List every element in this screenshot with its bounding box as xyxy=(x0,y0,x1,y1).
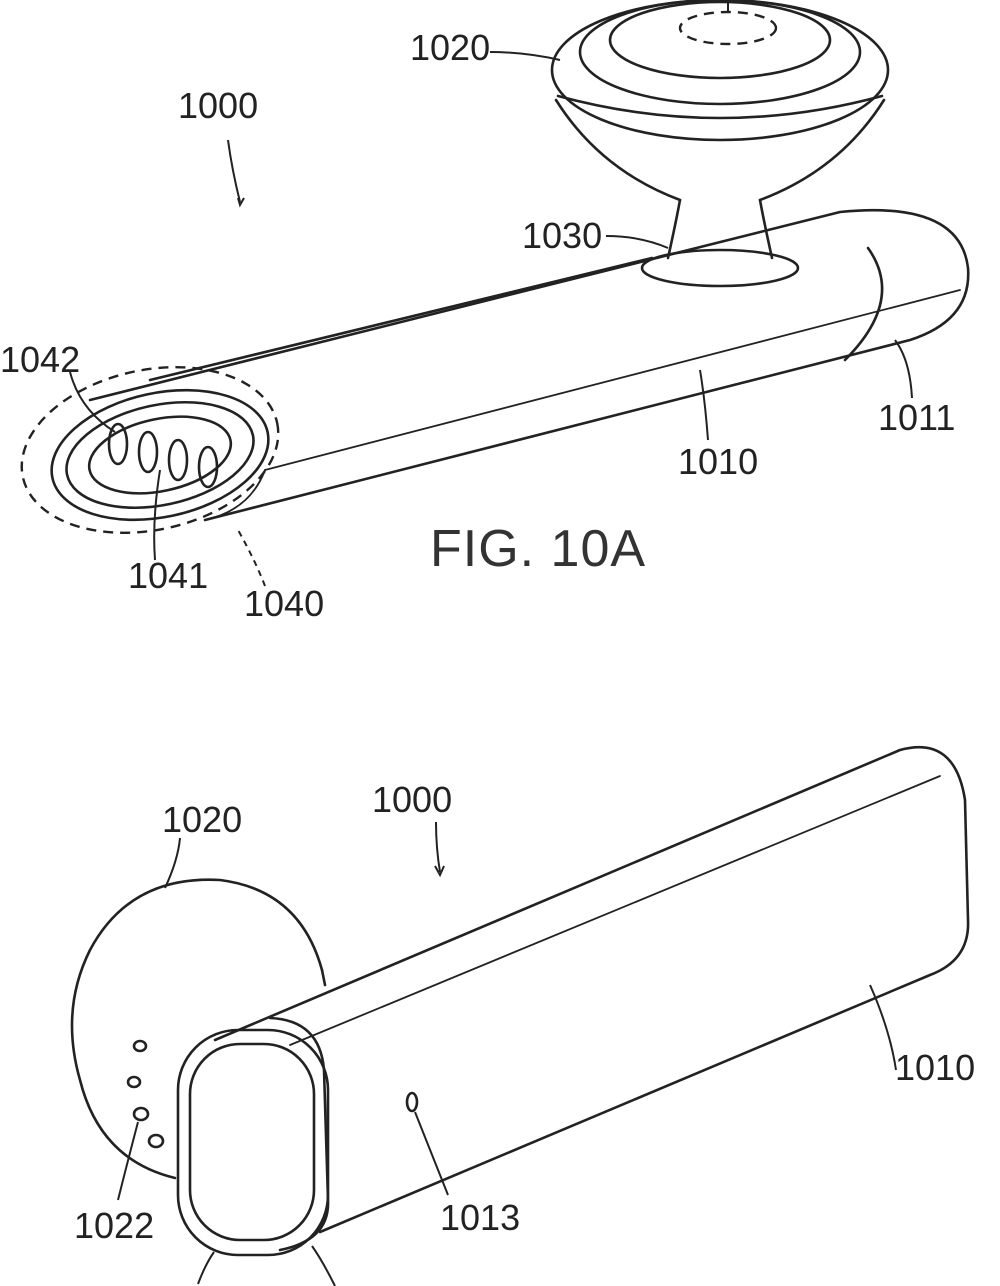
body-1010-b xyxy=(176,745,970,1257)
label-1011: 1011 xyxy=(878,397,955,438)
label-1040: 1040 xyxy=(244,583,324,624)
ear-piece-1020-b xyxy=(70,878,327,1180)
figure-caption-10a: FIG. 10A xyxy=(430,520,646,578)
label-1030: 1030 xyxy=(522,215,602,256)
contacts-1042 xyxy=(107,422,219,489)
label-1013: 1013 xyxy=(440,1197,520,1238)
body-1010-a xyxy=(88,208,970,522)
connector-1040 xyxy=(20,366,280,534)
label-1020-a: 1020 xyxy=(410,27,490,68)
holes-1022 xyxy=(126,1039,165,1149)
label-1010-a: 1010 xyxy=(678,441,758,482)
label-1042: 1042 xyxy=(0,339,80,380)
figure-10b: 1000 1020 1010 1013 1022 xyxy=(70,745,975,1286)
label-1000-b: 1000 xyxy=(372,779,452,820)
label-1022: 1022 xyxy=(74,1205,154,1246)
label-1000-a: 1000 xyxy=(178,85,258,126)
label-1010-b: 1010 xyxy=(895,1047,975,1088)
label-1041: 1041 xyxy=(128,555,208,596)
ear-piece-1020-a xyxy=(550,0,890,288)
figure-10a: 1020 1000 1030 1042 1011 1010 1041 1040 … xyxy=(0,0,970,624)
label-1020-b: 1020 xyxy=(162,799,242,840)
